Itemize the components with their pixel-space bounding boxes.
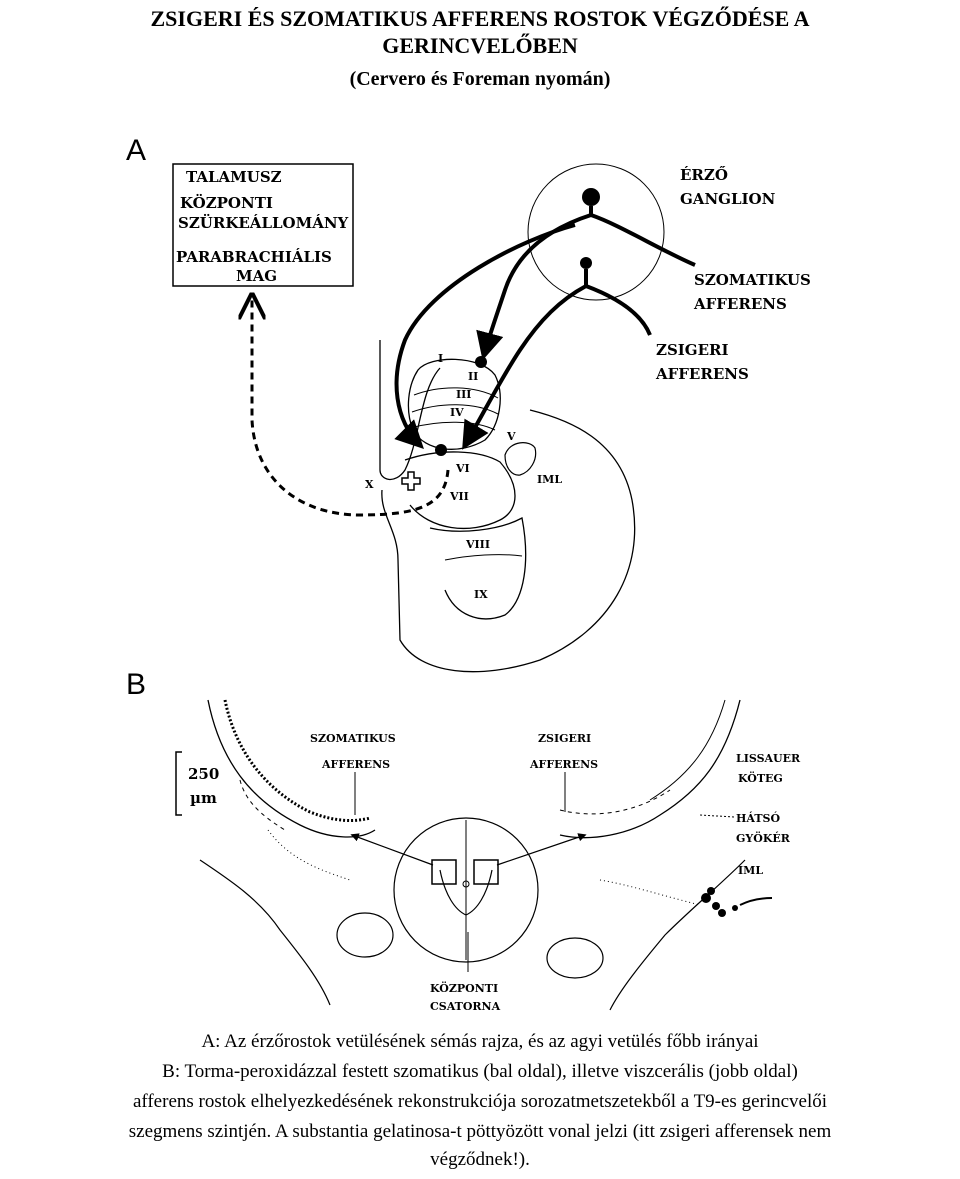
panel-a: TALAMUSZ KÖZPONTI SZÜRKEÁLLOMÁNY PARABRA… (172, 163, 811, 673)
left-zoom-arrow (350, 833, 434, 866)
left-scattered-fibres (267, 829, 351, 881)
somatic-peripheral-fibre (589, 206, 696, 267)
b-iml-label: IML (738, 864, 763, 877)
dorsal-horn-outline (407, 358, 501, 450)
lissauer-label-line2: KÖTEG (738, 771, 783, 785)
box-label-parabrachialis: PARABRACHIÁLIS (176, 248, 332, 266)
lamina-boundary-2 (411, 404, 499, 415)
lamina-label-ii: II (468, 370, 478, 383)
title-line-3: (Cervero és Foreman nyomán) (349, 68, 611, 90)
title-line-1: ZSIGERI ÉS SZOMATIKUS AFFERENS ROSTOK VÉ… (150, 6, 810, 31)
caption-line-4: szegmens szintjén. A substantia gelatino… (128, 1121, 832, 1142)
ganglion-outline (527, 163, 665, 301)
brain-target-box (172, 163, 354, 287)
caption-line-2: B: Torma-peroxidázzal festett szomatikus… (162, 1061, 798, 1082)
iml-nucleus (504, 442, 537, 476)
visceral-label-line2: AFFERENS (655, 365, 749, 383)
central-canal-a (401, 471, 421, 491)
right-column-oval (546, 937, 604, 979)
iml-cell-3 (718, 909, 726, 917)
ganglion-label-line2: GANGLION (680, 190, 776, 208)
box-label-kozponti: KÖZPONTI (180, 193, 273, 212)
right-lateral-edge (609, 859, 746, 1011)
lamina-label-v: V (506, 430, 516, 443)
scale-unit: µm (190, 789, 217, 807)
left-region-box (431, 859, 457, 885)
cord-thumbnail-grey (439, 869, 493, 916)
lamina-label-vi: VI (455, 462, 470, 475)
ganglion-cell-visceral (580, 257, 592, 269)
root-pointer (699, 814, 735, 818)
iml-cell-2 (712, 902, 720, 910)
somatic-label-line1: SZOMATIKUS (694, 271, 811, 289)
right-dorsal-horn-edge (559, 699, 741, 839)
visceral-label-line1: ZSIGERI (656, 341, 729, 359)
iml-cell-5 (732, 905, 738, 911)
lamina-v-terminal (435, 444, 447, 456)
canal-label-line2: CSATORNA (430, 1000, 501, 1013)
b-visceral-label-line1: ZSIGERI (538, 732, 591, 745)
visceral-central-fibre (462, 284, 587, 450)
lamina-boundary-1 (413, 387, 499, 399)
loop-fibre (394, 223, 576, 449)
title-line-2: GERINCVELŐBEN (382, 33, 578, 58)
caption-line-5: végződnek!). (430, 1149, 530, 1170)
right-visceral-fibres (599, 879, 701, 906)
iml-outflow (739, 897, 773, 906)
panel-a-letter: A (126, 134, 147, 167)
cord-outline (381, 409, 636, 673)
panel-b-letter: B (126, 668, 147, 701)
root-label-line2: GYÖKÉR (736, 831, 791, 845)
iml-cell-1 (701, 893, 711, 903)
lamina-label-iv: IV (450, 406, 464, 419)
lamina-label-viii: VIII (465, 538, 490, 551)
lamina-boundary-8 (444, 554, 523, 561)
canal-label-line1: KÖZPONTI (430, 981, 498, 995)
ventral-horn-outline (429, 517, 527, 620)
left-lateral-edge (199, 859, 331, 1006)
caption-line-1: A: Az érzőrostok vetülésének sémás rajza… (201, 1031, 759, 1052)
box-label-mag: MAG (236, 267, 277, 285)
lamina-label-ix: IX (474, 588, 488, 601)
somatic-central-fibre (476, 213, 592, 361)
box-label-talamusz: TALAMUSZ (186, 168, 282, 186)
ganglion-cell-somatic (582, 188, 600, 206)
lamina-label-x: X (365, 478, 374, 491)
iml-cell-4 (707, 887, 715, 895)
left-gelatinosa-dotted (239, 779, 286, 831)
ascending-projection-path (252, 298, 450, 517)
panel-b: 250 µm SZOMATIKUS AFFERENS (175, 699, 801, 1013)
b-somatic-label-line1: SZOMATIKUS (310, 732, 396, 745)
box-label-szurkeallomany: SZÜRKEÁLLOMÁNY (178, 213, 349, 232)
visceral-peripheral-fibre (584, 269, 652, 336)
ganglion-label-line1: ÉRZŐ (680, 166, 728, 184)
lissauer-label-line1: LISSAUER (736, 752, 801, 765)
caption-line-3: afferens rostok elhelyezkedésének rekons… (132, 1091, 828, 1112)
cord-thumbnail-outline (393, 817, 539, 963)
right-gelatinosa-dotted (559, 789, 671, 815)
lamina-label-iii: III (456, 388, 471, 401)
iml-label-a: IML (537, 473, 562, 486)
right-lissauer-edge (649, 699, 726, 801)
somatic-label-line2: AFFERENS (693, 295, 787, 313)
scale-bar (175, 751, 182, 816)
central-canal-b (462, 880, 470, 888)
right-zoom-arrow (496, 833, 587, 866)
right-region-box (473, 859, 499, 885)
lamina-label-i: I (438, 352, 443, 365)
root-label-line1: HÁTSÓ (736, 811, 780, 825)
intermediate-zone-outline (404, 451, 516, 530)
left-somatic-terminal-zone (223, 699, 371, 822)
b-somatic-label-line2: AFFERENS (321, 758, 390, 771)
lamina-i-terminal (475, 356, 487, 368)
scale-value: 250 (188, 765, 219, 783)
b-visceral-label-line2: AFFERENS (529, 758, 598, 771)
lamina-boundary-3 (409, 421, 496, 431)
lamina-label-vii: VII (449, 490, 469, 503)
left-column-oval (336, 912, 394, 958)
